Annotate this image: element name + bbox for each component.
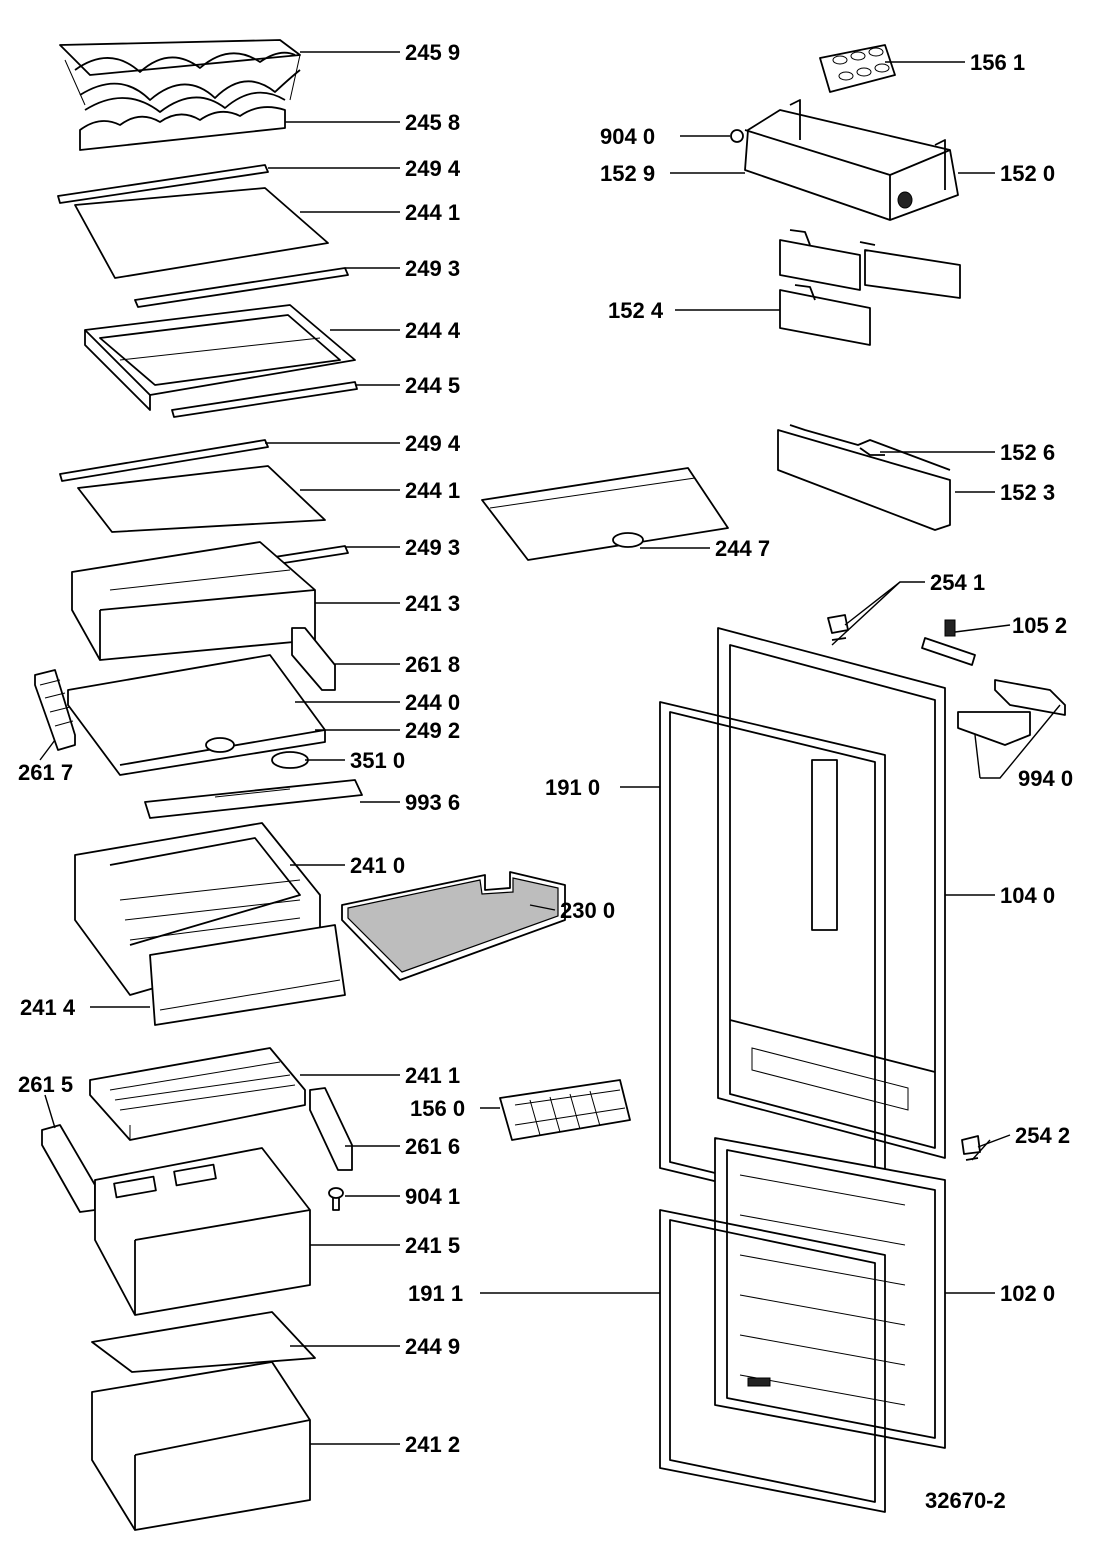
hinge-plate-part xyxy=(921,619,976,666)
part-label: 261 5 xyxy=(18,1072,73,1097)
part-label: 249 3 xyxy=(405,535,460,560)
part-label: 993 6 xyxy=(405,790,460,815)
lower-hinge-cap-part xyxy=(961,1135,981,1161)
leader-lines xyxy=(39,51,1061,1445)
glass-shelf-part xyxy=(77,465,326,533)
part-label: 261 8 xyxy=(405,652,460,677)
drawer-mat-part xyxy=(341,871,566,981)
part-label: 244 1 xyxy=(405,200,460,225)
door-bin-top-part xyxy=(744,99,959,221)
knob-part xyxy=(328,1187,344,1211)
ice-tray-part xyxy=(499,1079,631,1141)
part-label: 261 7 xyxy=(18,760,73,785)
glass-shelf-center-part xyxy=(481,467,729,561)
wine-holder-part xyxy=(79,106,286,151)
part-label: 249 2 xyxy=(405,718,460,743)
glass-shelf-part xyxy=(74,187,329,279)
part-label: 244 5 xyxy=(405,373,460,398)
part-label: 104 0 xyxy=(1000,883,1055,908)
shelf-frame-part xyxy=(84,304,356,411)
cap-part xyxy=(271,751,309,769)
part-label: 241 3 xyxy=(405,591,460,616)
part-label: 152 6 xyxy=(1000,440,1055,465)
part-label: 105 2 xyxy=(1012,613,1067,638)
freezer-basket-part xyxy=(89,1047,306,1141)
part-label: 244 4 xyxy=(405,318,461,343)
part-label: 994 0 xyxy=(1018,766,1073,791)
part-label: 230 0 xyxy=(560,898,615,923)
part-label: 904 0 xyxy=(600,124,655,149)
part-label: 191 1 xyxy=(408,1281,463,1306)
shelf-trim-strip xyxy=(57,164,269,204)
part-label: 241 2 xyxy=(405,1432,460,1457)
drawer-front-part xyxy=(149,924,346,1026)
part-label: 244 9 xyxy=(405,1334,460,1359)
freezer-door-part xyxy=(714,1137,946,1449)
part-label: 156 0 xyxy=(410,1096,465,1121)
part-label: 241 1 xyxy=(405,1063,460,1088)
fridge-door-part xyxy=(717,627,946,1159)
glass-cover-shelf-part xyxy=(67,654,326,776)
part-label: 152 9 xyxy=(600,161,655,186)
part-label: 152 0 xyxy=(1000,161,1055,186)
crisper-drawer-part xyxy=(71,541,316,661)
bottle-bin-part xyxy=(777,424,951,531)
part-label: 156 1 xyxy=(970,50,1025,75)
part-label: 244 1 xyxy=(405,478,460,503)
part-number-labels: 245 9 245 8 249 4 244 1 249 3 244 4 244 … xyxy=(18,40,1073,1513)
part-label: 152 4 xyxy=(608,298,664,323)
part-label: 245 9 xyxy=(405,40,460,65)
part-label: 245 8 xyxy=(405,110,460,135)
shelf-trim-strip xyxy=(59,439,269,482)
freezer-door-gasket-part xyxy=(659,1209,886,1513)
freezer-glass-part xyxy=(91,1311,316,1373)
part-label: 152 3 xyxy=(1000,480,1055,505)
part-label: 904 1 xyxy=(405,1184,460,1209)
basket-rail-right-part xyxy=(309,1087,353,1171)
part-label: 254 2 xyxy=(1015,1123,1070,1148)
part-label: 241 4 xyxy=(20,995,76,1020)
drawer-rail-part xyxy=(291,627,336,691)
part-label: 254 1 xyxy=(930,570,985,595)
upper-hinge-part xyxy=(957,679,1066,746)
shelf-trim-strip xyxy=(134,267,349,308)
washer-part xyxy=(730,129,744,143)
control-strip-part xyxy=(144,779,363,819)
bottom-drawer-part xyxy=(91,1361,311,1531)
basket-rail-left-part xyxy=(41,1124,96,1213)
part-label: 261 6 xyxy=(405,1134,460,1159)
freezer-drawer-part xyxy=(94,1147,311,1316)
part-label: 249 3 xyxy=(405,256,460,281)
part-label: 241 0 xyxy=(350,853,405,878)
part-label: 249 4 xyxy=(405,431,461,456)
vent-grille-part xyxy=(34,669,76,751)
part-label: 102 0 xyxy=(1000,1281,1055,1306)
small-door-bin-part xyxy=(779,229,961,346)
egg-tray-part xyxy=(819,44,896,93)
part-label: 241 5 xyxy=(405,1233,460,1258)
part-label: 244 0 xyxy=(405,690,460,715)
part-label: 249 4 xyxy=(405,156,461,181)
part-label: 244 7 xyxy=(715,536,770,561)
hinge-cap-part xyxy=(827,614,849,641)
wine-rack-part xyxy=(59,39,301,113)
part-label: 191 0 xyxy=(545,775,600,800)
part-label: 351 0 xyxy=(350,748,405,773)
shelf-front-strip xyxy=(171,381,358,418)
drawing-number: 32670-2 xyxy=(925,1488,1006,1513)
